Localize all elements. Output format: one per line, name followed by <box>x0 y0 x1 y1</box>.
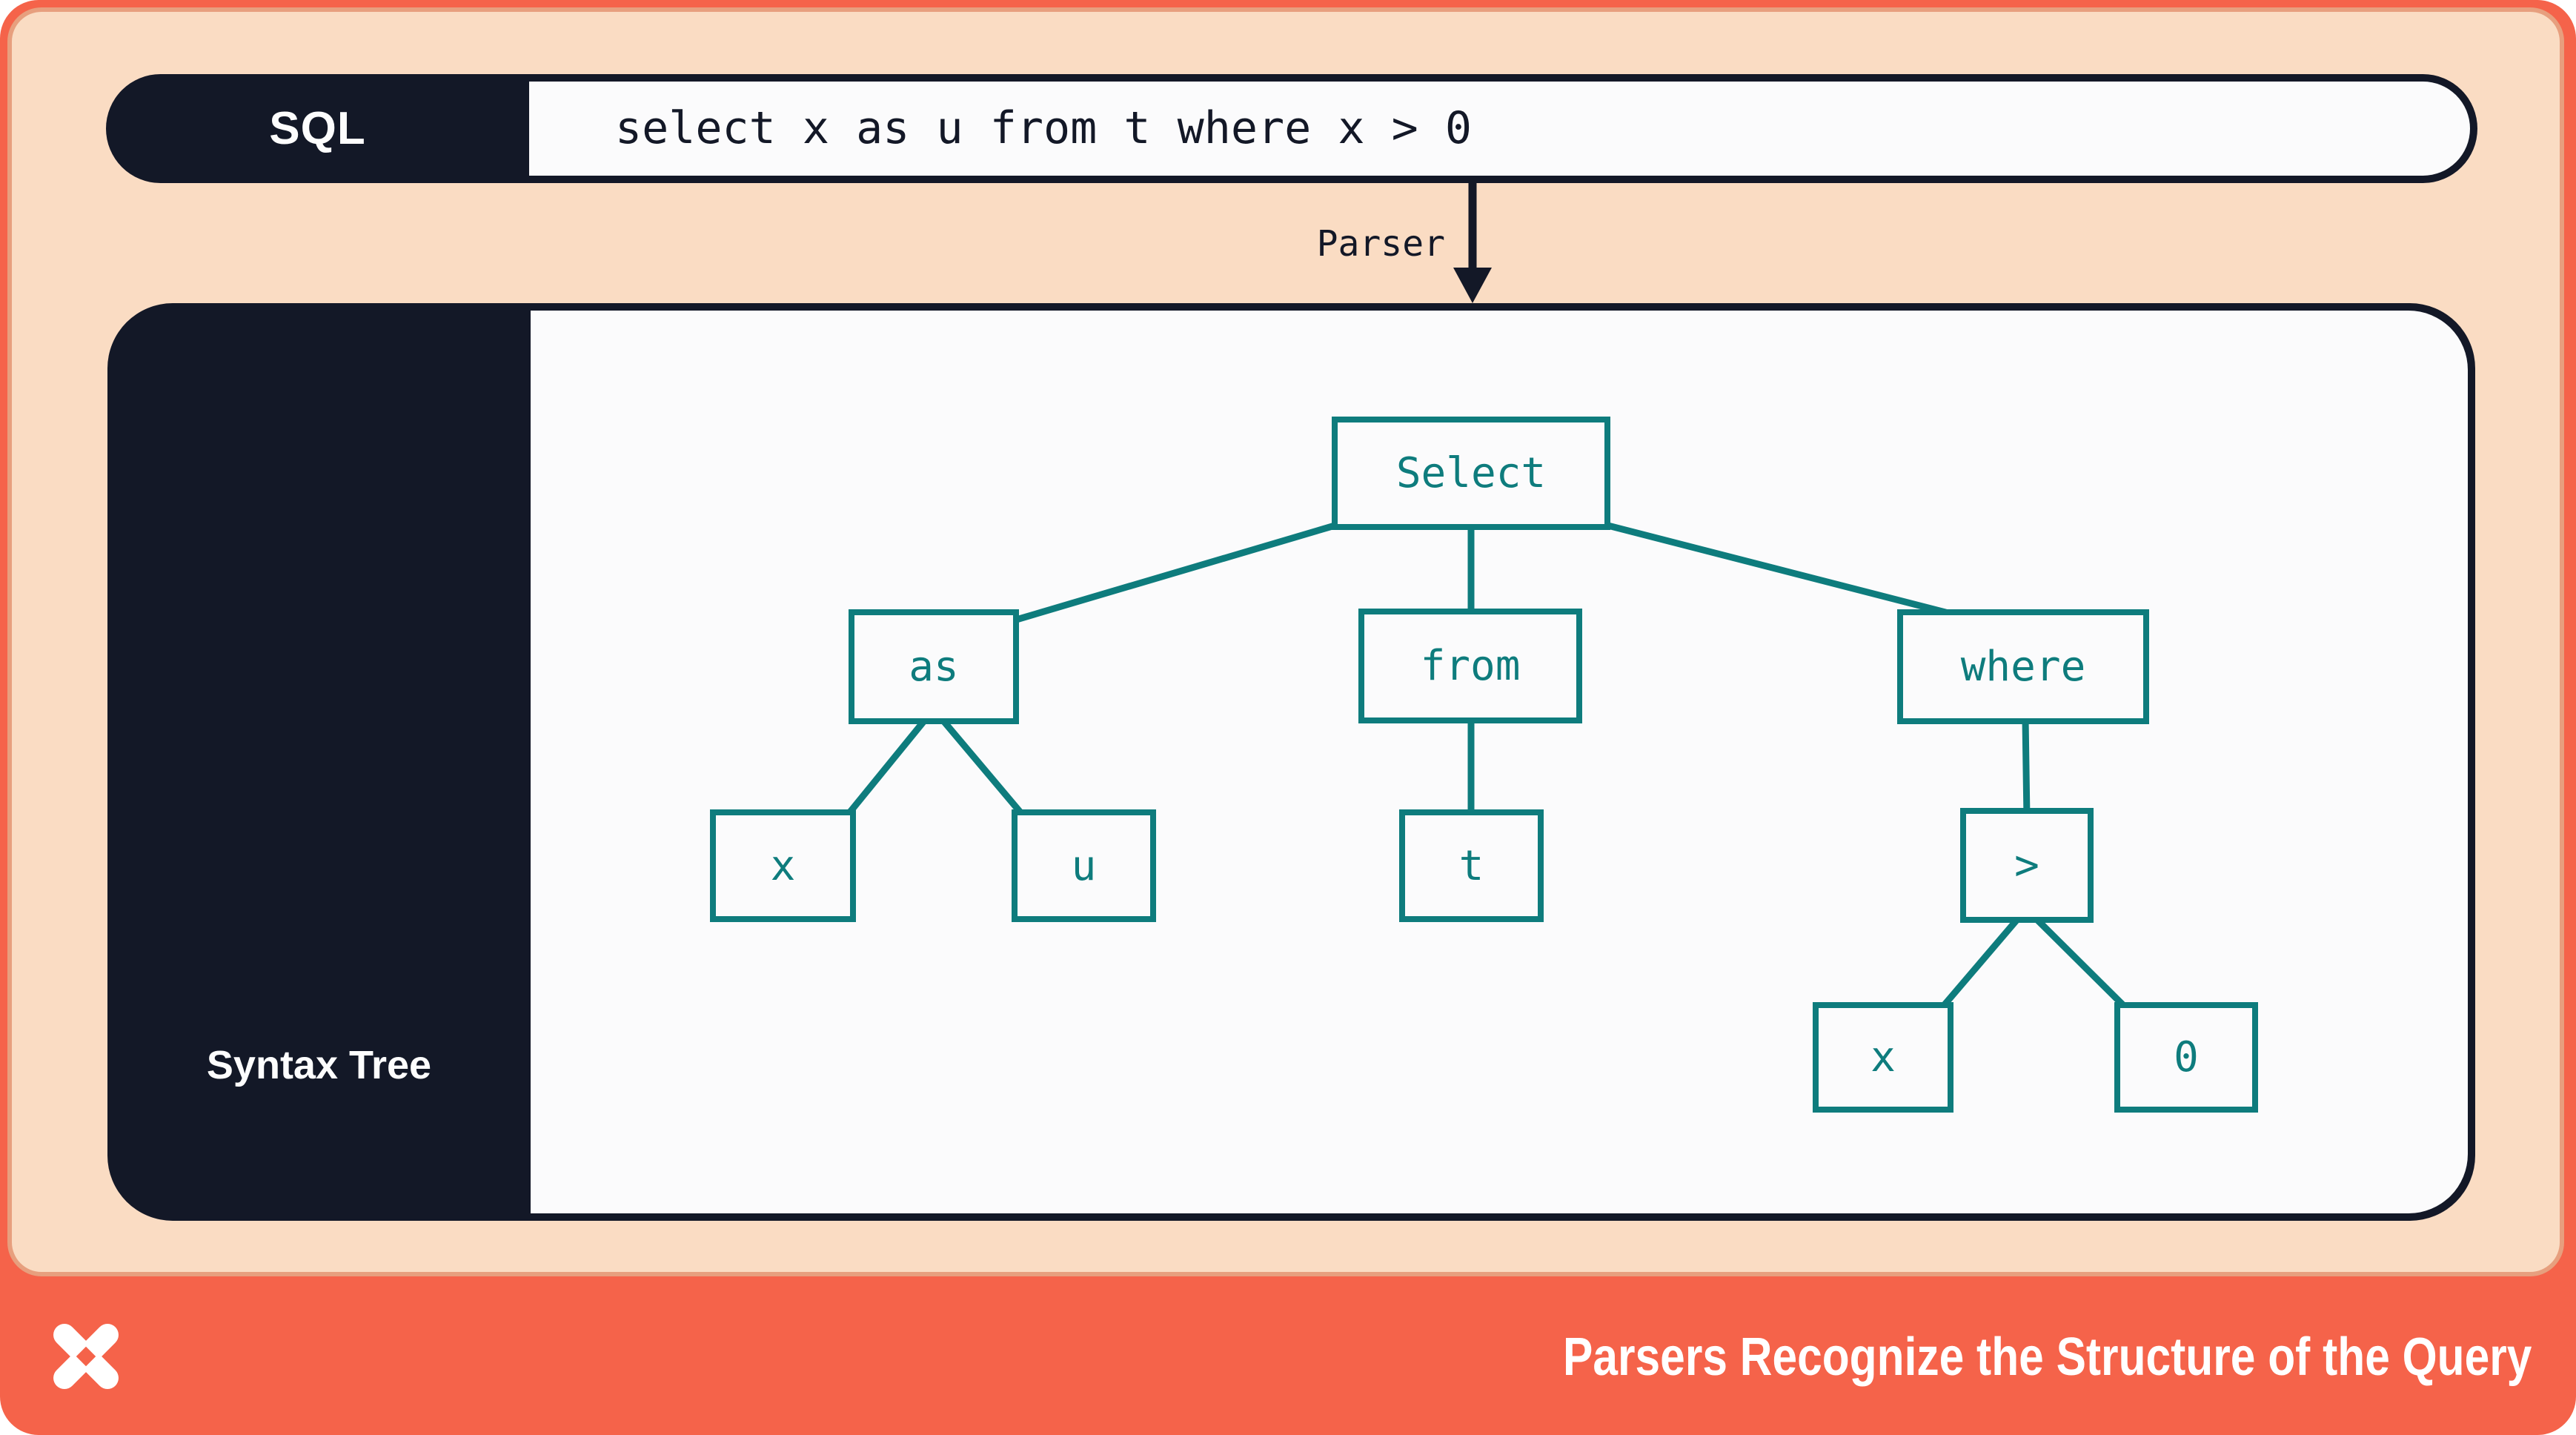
syntax-tree-panel: Syntax Tree Select as from where <box>107 303 2475 1221</box>
tree-node-select: Select <box>1332 417 1610 530</box>
tree-node-x-alias: x <box>710 809 856 922</box>
slide-title: Parsers Recognize the Structure of the Q… <box>1562 1328 2532 1387</box>
tree-node-as: as <box>849 609 1019 724</box>
tree-node-from: from <box>1358 609 1582 723</box>
tree-edge <box>2031 914 2134 1016</box>
syntax-tree-canvas: Select as from where x u t > x 0 <box>531 311 2468 1213</box>
sql-bar-label: SQL <box>269 103 366 154</box>
tree-edge <box>1012 520 1341 624</box>
tree-edge <box>839 716 929 824</box>
tree-edge <box>938 716 1032 824</box>
syntax-tree-panel-label: Syntax Tree <box>206 1043 432 1087</box>
sql-query-text: select x as u from t where x > 0 <box>615 102 1472 154</box>
parser-arrow-icon <box>1453 183 1492 303</box>
tree-node-greater-than: > <box>1960 808 2094 923</box>
pinwheel-x-logo-icon <box>53 1324 119 1389</box>
tree-edges <box>839 520 2134 1016</box>
parser-label: Parser <box>1316 223 1445 265</box>
tree-edge <box>1601 520 1979 624</box>
sql-bar: SQL select x as u from t where x > 0 <box>106 74 2477 183</box>
tree-edge <box>2022 718 2031 819</box>
tree-node-x-operand: x <box>1813 1002 1953 1113</box>
sql-query-box: select x as u from t where x > 0 <box>529 82 2470 176</box>
tree-node-u: u <box>1012 809 1156 922</box>
tree-node-t: t <box>1399 809 1544 922</box>
tree-node-where: where <box>1897 609 2149 724</box>
tree-node-zero: 0 <box>2114 1002 2258 1113</box>
tree-edge <box>1934 915 2022 1015</box>
